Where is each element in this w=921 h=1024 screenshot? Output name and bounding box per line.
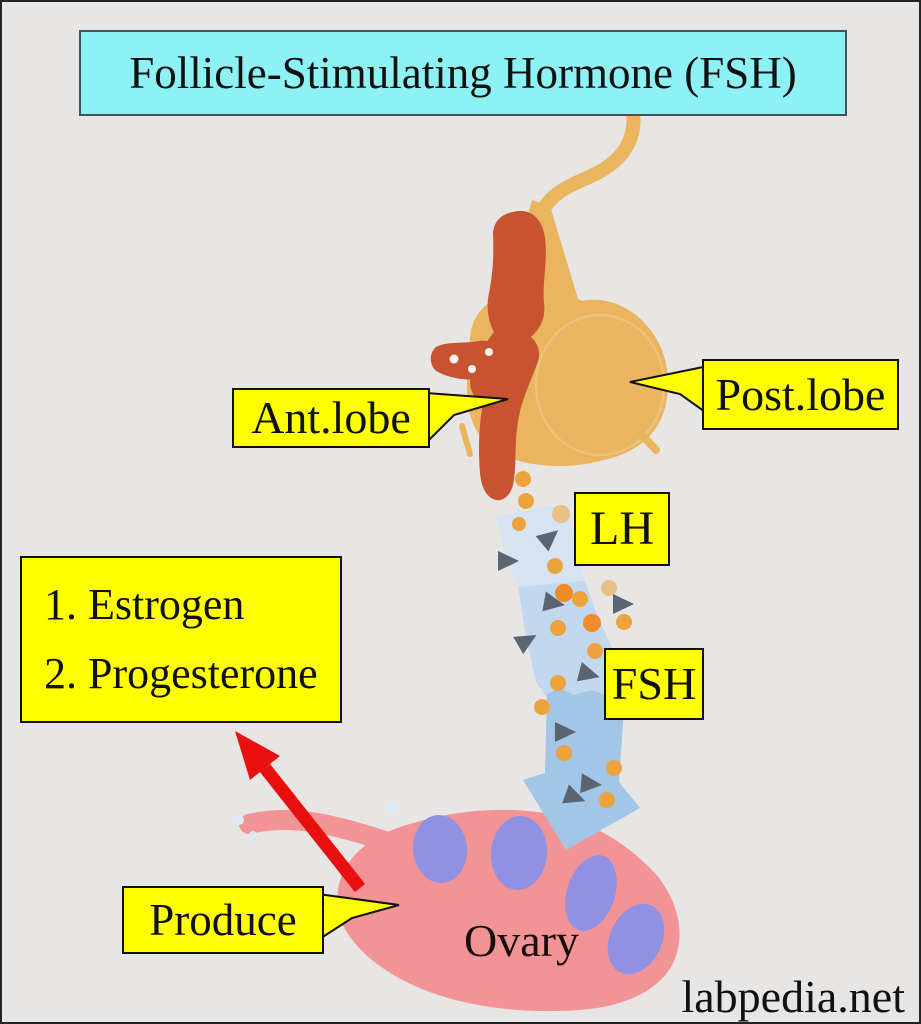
ovary-label: Ovary	[464, 915, 579, 966]
produce-arrow	[235, 731, 366, 893]
hormone-triangles	[498, 530, 634, 804]
hormone-dots	[512, 471, 632, 808]
hormone-item-estrogen: 1. Estrogen	[44, 580, 245, 629]
post-lobe-label-box: Post.lobe	[702, 359, 899, 430]
fsh-flow-arrow	[523, 688, 640, 850]
pituitary-stalk	[534, 105, 641, 222]
gland-spike-left	[459, 423, 473, 457]
page-title: Follicle-Stimulating Hormone (FSH)	[129, 48, 797, 98]
ovarian-follicles	[412, 815, 665, 975]
hormones-box: 1. Estrogen 2. Progesterone	[20, 556, 342, 723]
produce-arrowhead	[235, 731, 280, 780]
lh-label: LH	[590, 502, 654, 555]
fsh-label-box: FSH	[604, 648, 704, 720]
hormone-stream-upper	[496, 506, 585, 591]
title-box: Follicle-Stimulating Hormone (FSH)	[79, 30, 847, 116]
anterior-lobe-vasculature	[430, 210, 546, 501]
ovary-specks	[234, 804, 398, 839]
hormone-stream-lower	[518, 581, 624, 715]
produce-label: Produce	[149, 894, 297, 945]
ant-lobe-label: Ant.lobe	[251, 392, 411, 443]
anterior-red-band	[470, 210, 546, 501]
ant-lobe-label-box: Ant.lobe	[232, 388, 430, 448]
gland-spike-right	[624, 416, 660, 454]
post-lobe-label: Post.lobe	[715, 368, 886, 420]
fsh-label: FSH	[611, 658, 697, 709]
produce-label-box: Produce	[122, 886, 324, 954]
lh-label-box: LH	[574, 492, 670, 566]
vessel-notches	[449, 348, 493, 373]
watermark: labpedia.net	[681, 971, 905, 1022]
anterior-red-branch	[430, 340, 502, 380]
hormone-item-progesterone: 2. Progesterone	[44, 649, 318, 698]
